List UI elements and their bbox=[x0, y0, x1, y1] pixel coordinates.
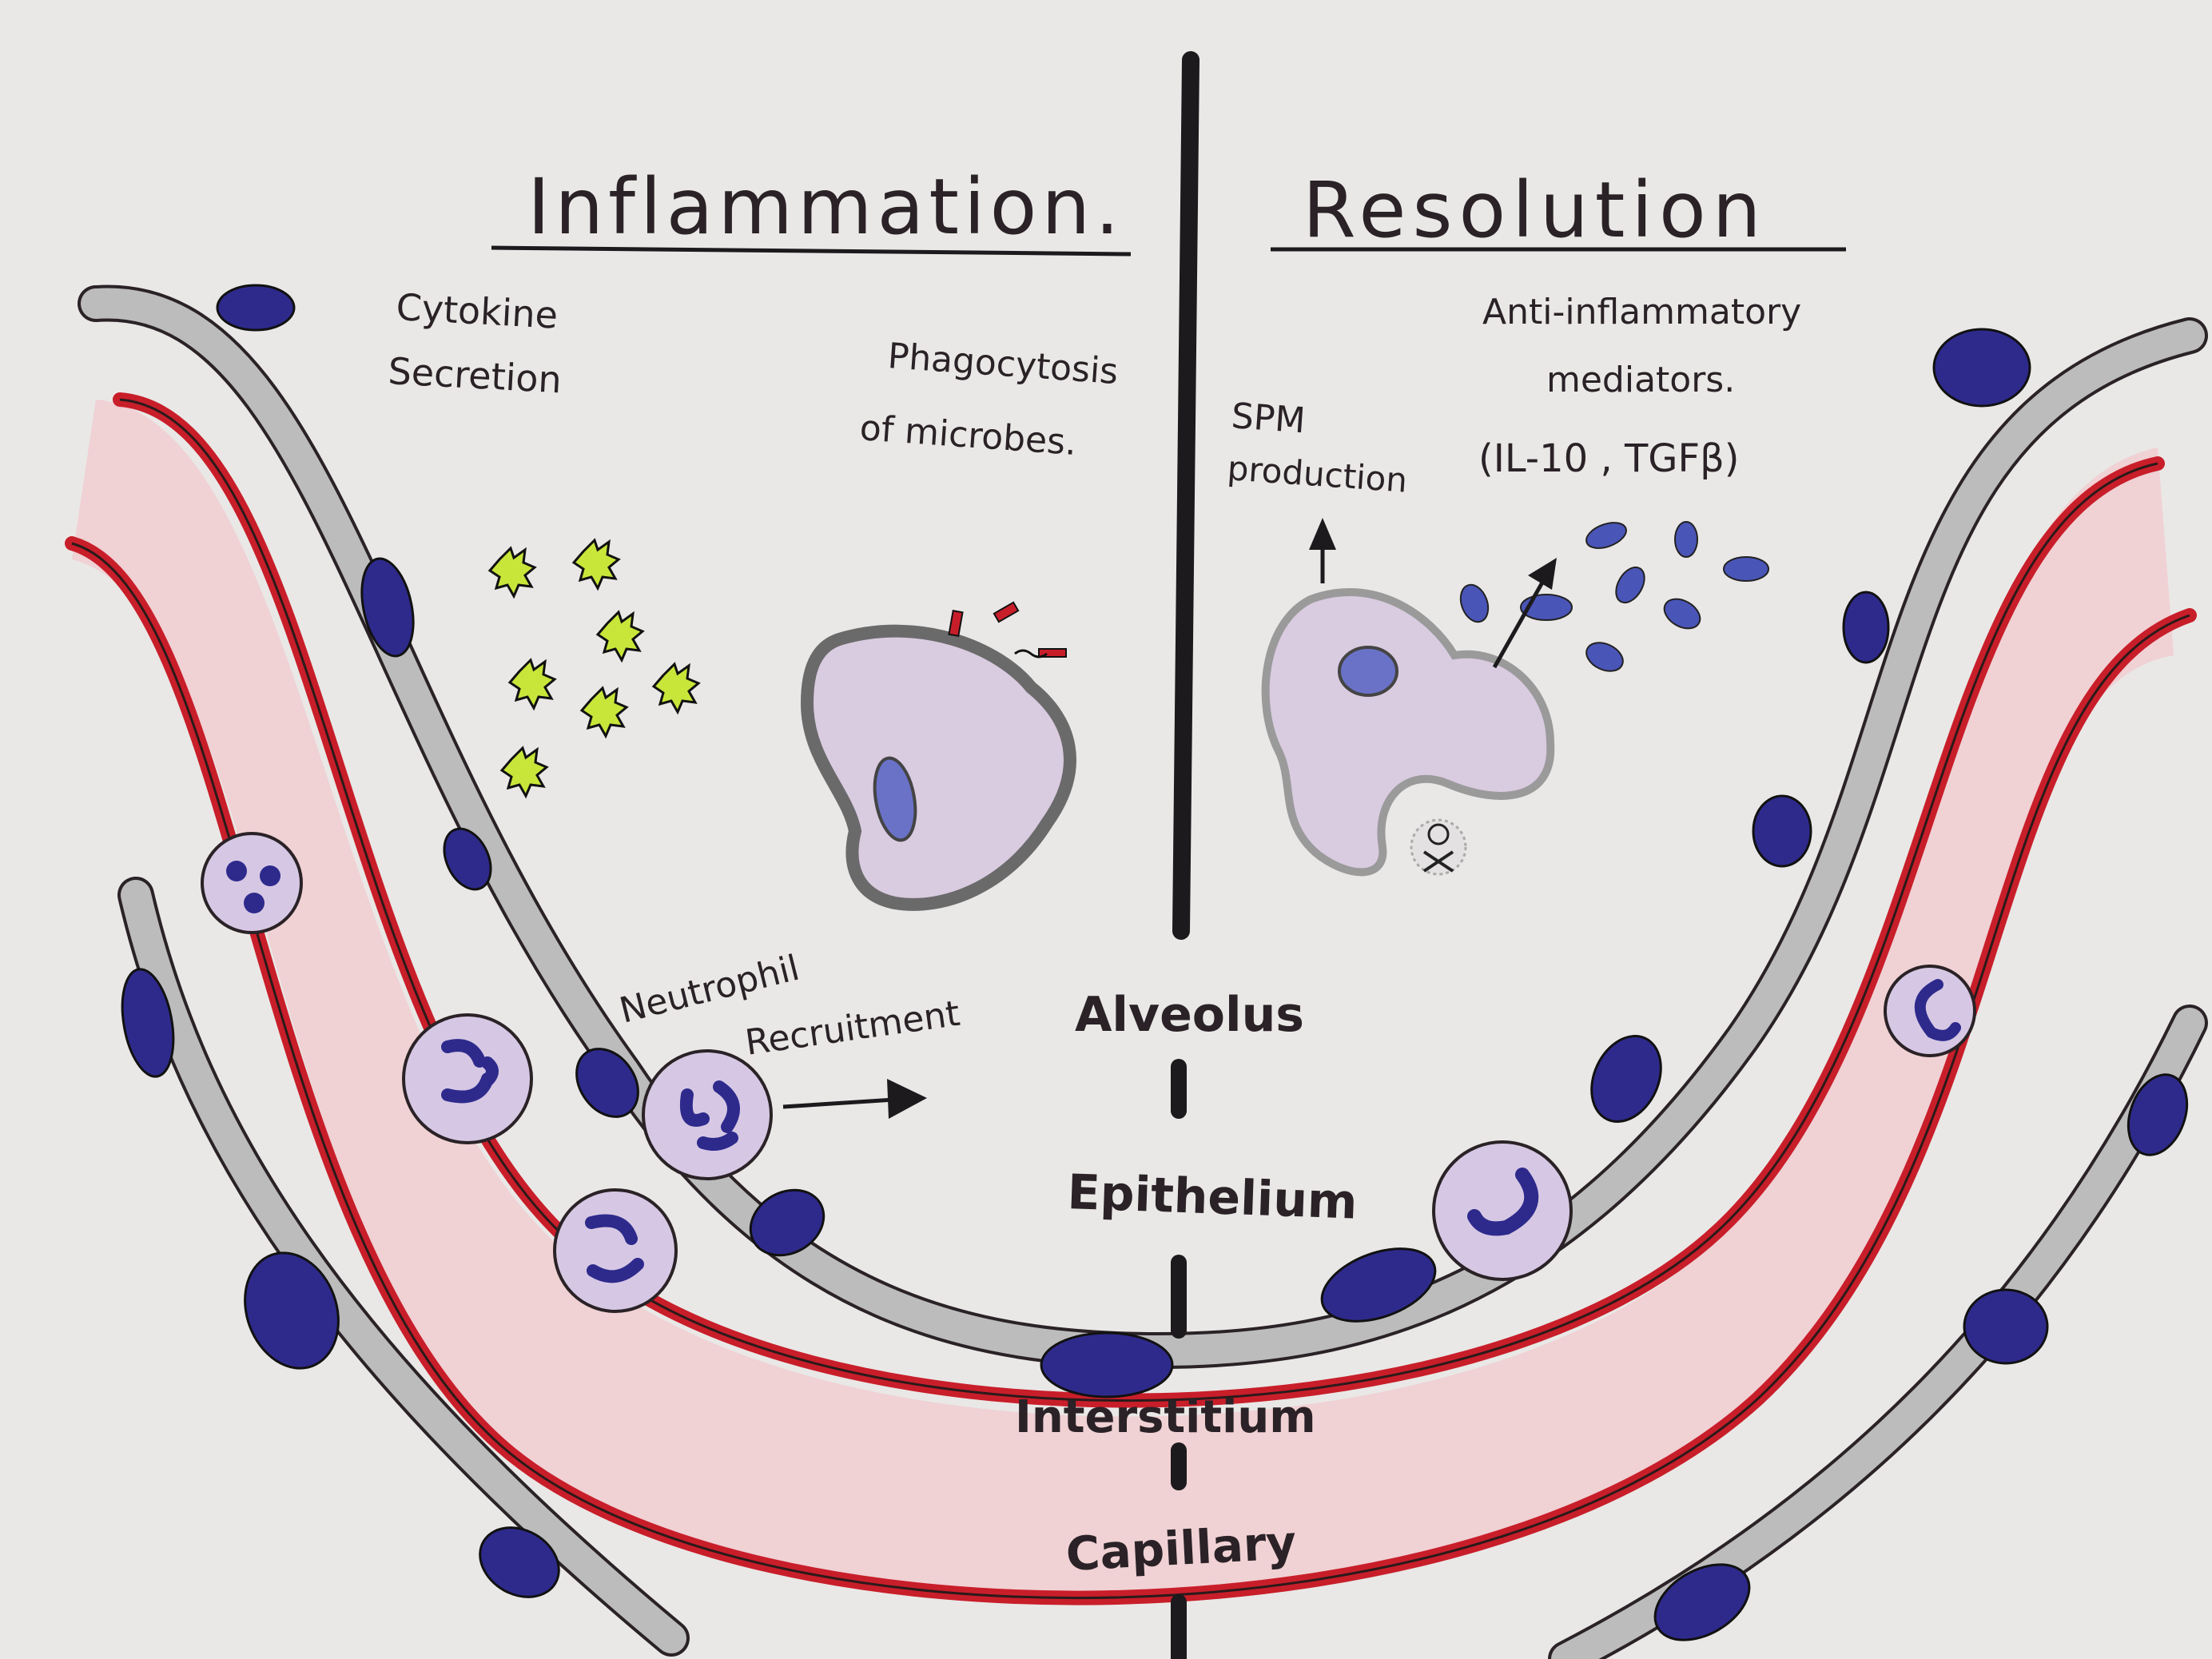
annotations: Cytokine Secretion Phagocytosis of micro… bbox=[387, 285, 1801, 1064]
layer-label-epithelium: Epithelium bbox=[1066, 1164, 1358, 1231]
label-anti-inflammatory-3: (IL-10 , TGFβ) bbox=[1478, 436, 1739, 481]
headings: Inflammation. Resolution bbox=[491, 162, 1846, 257]
heading-resolution: Resolution bbox=[1303, 165, 1768, 255]
mediator-arrow bbox=[1492, 558, 1557, 669]
cytokine-particle bbox=[499, 746, 549, 799]
mediator-particle bbox=[1723, 556, 1769, 582]
neutrophil bbox=[402, 1013, 533, 1144]
epithelial-nucleus bbox=[1653, 1563, 1751, 1641]
epithelial-nucleus bbox=[749, 1188, 826, 1257]
cytokine-particle bbox=[571, 538, 621, 591]
layer-label-alveolus: Alveolus bbox=[1075, 987, 1304, 1043]
alveolar-epithelium bbox=[78, 284, 2208, 1398]
macrophage-resolving bbox=[1261, 588, 1555, 877]
mediator-particle bbox=[1663, 598, 1701, 630]
center-divider bbox=[1171, 51, 1199, 1659]
epithelial-nucleus bbox=[360, 557, 415, 658]
epithelial-nucleus bbox=[443, 827, 492, 891]
epithelial-nucleus bbox=[1932, 328, 2031, 408]
epithelial-nucleus bbox=[1040, 1331, 1174, 1398]
epithelial-nucleus bbox=[479, 1526, 560, 1598]
epithelial-nucleus bbox=[2126, 1073, 2189, 1156]
epithelial-nucleus bbox=[1320, 1247, 1437, 1323]
neutrophils bbox=[201, 832, 1976, 1313]
epithelial-nucleus bbox=[1842, 591, 1890, 664]
macrophage-nucleus bbox=[1338, 646, 1398, 697]
microbes bbox=[948, 601, 1067, 658]
macrophage-phagocytosing bbox=[800, 601, 1076, 911]
layer-label-interstitium: Interstitium bbox=[1015, 1391, 1316, 1443]
epithelial-nucleus bbox=[1590, 1035, 1662, 1123]
epithelial-nucleus bbox=[244, 1251, 340, 1370]
neutrophil bbox=[1432, 1140, 1573, 1281]
mediator-particle bbox=[1585, 642, 1624, 672]
label-phagocytosis-1: Phagocytosis bbox=[886, 336, 1120, 392]
heading-inflammation-underline bbox=[491, 245, 1132, 257]
apoptotic-cell-icon bbox=[1410, 818, 1467, 876]
cytokine-particle bbox=[651, 662, 701, 715]
neutrophil-recruited bbox=[642, 1049, 773, 1180]
heading-inflammation: Inflammation. bbox=[527, 162, 1124, 252]
recruitment-arrow bbox=[782, 1079, 927, 1119]
label-cytokine-secretion-2: Secretion bbox=[387, 349, 563, 401]
layer-labels: Alveolus Epithelium Interstitium Capilla… bbox=[1015, 987, 1359, 1581]
neutrophil bbox=[201, 832, 303, 934]
epithelial-nucleus bbox=[575, 1048, 639, 1118]
label-anti-inflammatory-2: mediators. bbox=[1546, 360, 1735, 400]
label-spm-1: SPM bbox=[1230, 396, 1307, 441]
label-phagocytosis-2: of microbes. bbox=[858, 408, 1078, 463]
arrows bbox=[782, 518, 1557, 1119]
cytokine-particle bbox=[579, 686, 629, 739]
macrophage-nucleus bbox=[873, 756, 917, 842]
neutrophil bbox=[553, 1188, 678, 1313]
label-anti-inflammatory-1: Anti-inflammatory bbox=[1482, 292, 1801, 332]
mediator-particle bbox=[1674, 521, 1698, 558]
epithelial-nucleus bbox=[216, 284, 296, 332]
mediator-particle bbox=[1585, 522, 1627, 549]
outer-epithelium bbox=[117, 877, 2208, 1659]
spm-arrow bbox=[1309, 518, 1336, 583]
cytokine-particle bbox=[507, 658, 557, 711]
cytokines bbox=[487, 538, 701, 799]
neutrophil bbox=[1884, 965, 1976, 1057]
mediator-particle bbox=[1615, 566, 1645, 604]
epithelial-nucleus bbox=[1963, 1288, 2049, 1365]
epithelial-nucleus bbox=[1752, 794, 1812, 868]
epithelial-nucleus bbox=[121, 968, 175, 1078]
mediator-particle bbox=[1459, 583, 1490, 623]
layer-label-capillary: Capillary bbox=[1064, 1515, 1298, 1581]
label-neutrophil-recruitment-2: Recruitment bbox=[742, 993, 962, 1064]
cytokine-particle bbox=[487, 546, 537, 599]
label-spm-2: production bbox=[1226, 448, 1408, 500]
cytokine-particle bbox=[595, 610, 645, 663]
label-cytokine-secretion-1: Cytokine bbox=[395, 285, 559, 337]
